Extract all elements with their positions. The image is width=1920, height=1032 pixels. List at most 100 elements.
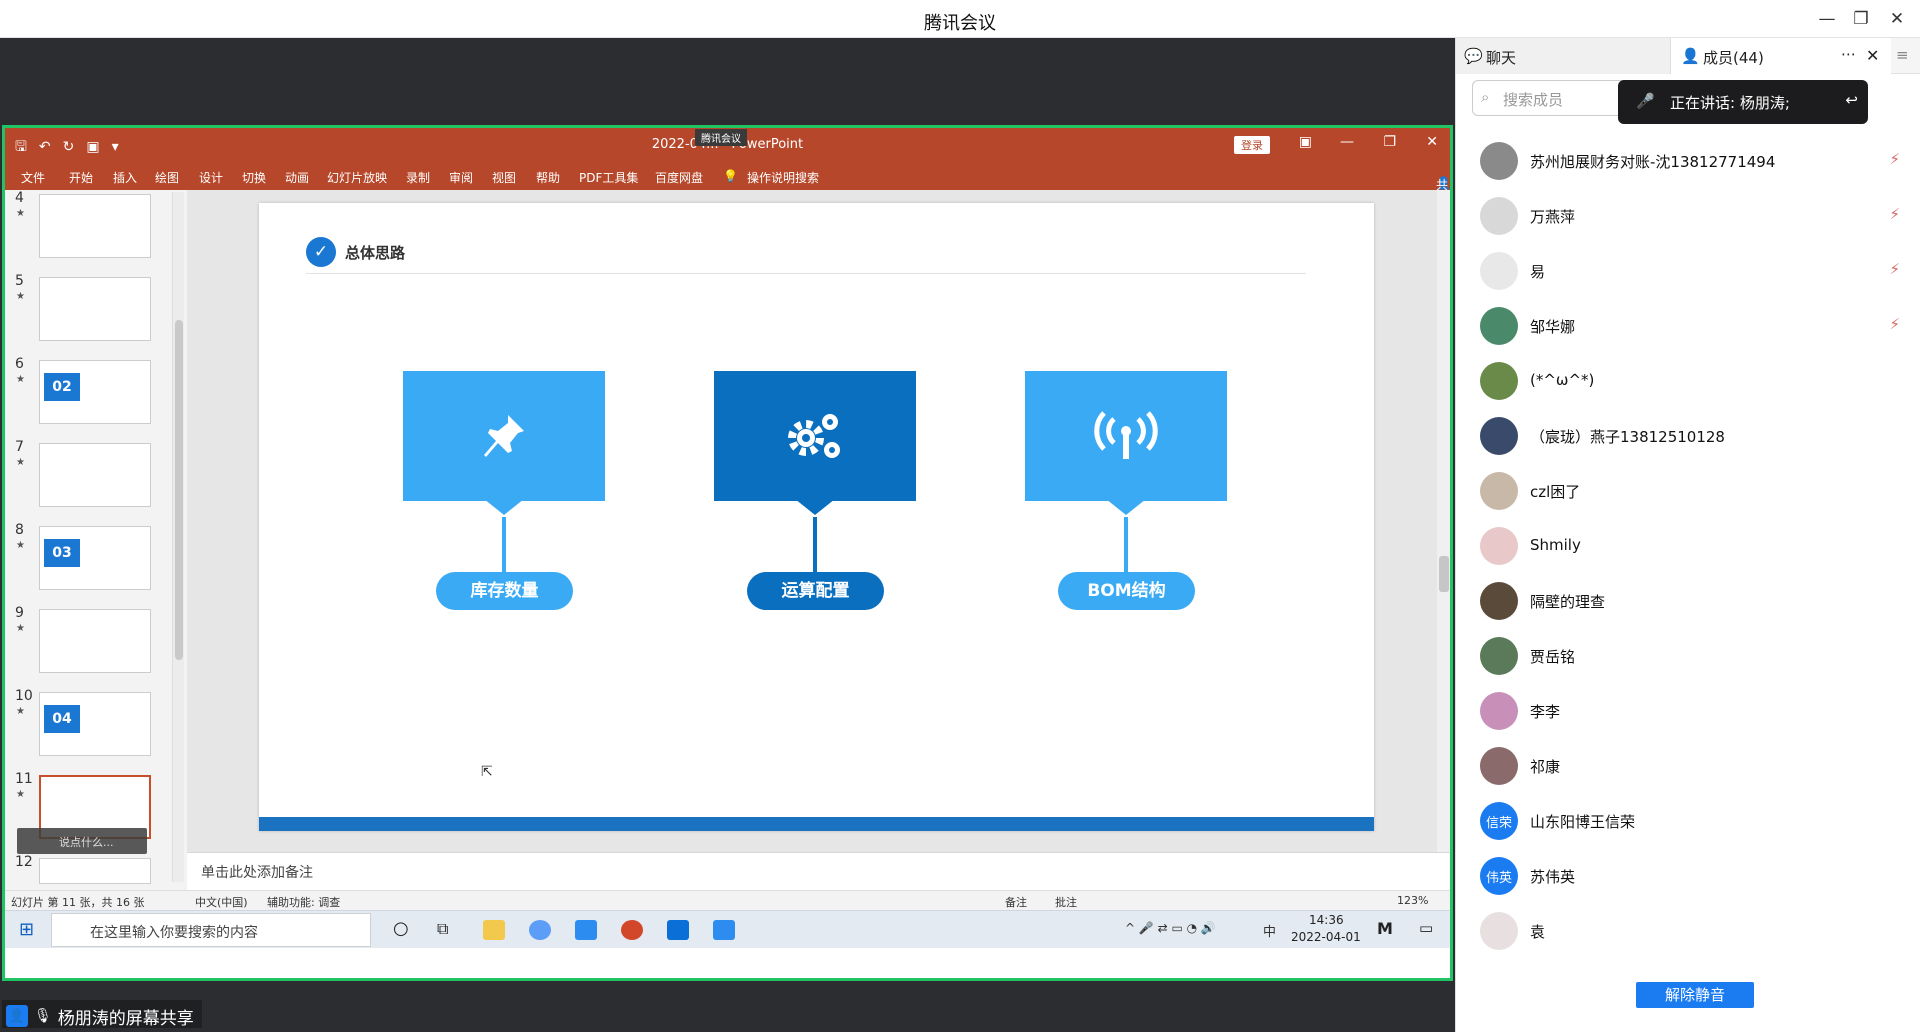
slide-thumbnail-7[interactable] [39,443,151,507]
member-row[interactable]: Shmily [1456,519,1920,574]
task-view-icon[interactable]: ⧉ [437,919,449,938]
member-row[interactable]: 苏州旭展财务对账-沈13812771494⚡ [1456,134,1920,189]
tell-me-search[interactable]: 操作说明搜索 [747,171,820,185]
ppt-minimize-button[interactable]: — [1340,134,1354,150]
card-inventory[interactable] [403,371,605,515]
zoom-level[interactable]: 123% [1397,894,1429,907]
ribbon-tab-slideshow[interactable]: 幻灯片放映 [327,171,388,185]
cortana-icon[interactable]: ○ [393,918,409,939]
card-config[interactable] [714,371,916,515]
ribbon-tab-design[interactable]: 设计 [199,171,224,185]
member-name: 隔壁的理查 [1530,593,1606,611]
scroll-thumb[interactable] [1439,556,1449,592]
tencent-meeting-icon[interactable] [667,920,689,940]
gears-icon [714,401,916,471]
title-divider [306,273,1306,274]
member-row[interactable]: 易⚡ [1456,244,1920,299]
ribbon-tab-baidu[interactable]: 百度网盘 [655,171,704,185]
app-icon[interactable] [575,920,597,940]
tab-chat[interactable]: 💬聊天 [1456,38,1671,74]
shared-screen[interactable]: 🖫↶↻▣▾ 2022-04... - PowerPoint 腾讯会议 登录 ▣ … [2,125,1453,981]
member-row[interactable]: 贾岳铭 [1456,629,1920,684]
restore-button[interactable]: ❐ [1853,9,1869,29]
notes-pane[interactable]: 单击此处添加备注 [187,852,1450,890]
member-row[interactable]: 伟英苏伟英 [1456,849,1920,904]
close-icon[interactable]: ✕ [1866,46,1880,65]
language[interactable]: 中文(中国) [195,896,248,909]
close-button[interactable]: ✕ [1889,9,1905,29]
slide-thumbnail-9[interactable] [39,609,151,673]
app-icon[interactable] [529,920,551,940]
slide-thumbnail-10[interactable]: 04 [39,692,151,756]
ribbon-tab-help[interactable]: 帮助 [536,171,561,185]
ribbon-tab-record[interactable]: 录制 [406,171,431,185]
ribbon-tab-pdf[interactable]: PDF工具集 [579,171,639,185]
login-button[interactable]: 登录 [1234,136,1270,154]
avatar: 信荣 [1480,802,1518,840]
more-icon[interactable]: ⋯ [1841,45,1856,63]
ppt-restore-button[interactable]: ❐ [1383,134,1396,150]
tab-members[interactable]: 👤成员(44) [1671,38,1891,74]
signal-icon [1025,401,1227,471]
tray-icons[interactable]: ^ 🎤 ⇄ ▭ ◔ 🔊 [1125,921,1216,935]
quick-access-toolbar[interactable]: 🖫↶↻▣▾ [15,139,131,155]
card-bom[interactable] [1025,371,1227,515]
powerpoint-icon[interactable] [621,920,643,940]
member-row[interactable]: 邹华娜⚡ [1456,299,1920,354]
mic-muted-icon: 🎤 [1636,92,1655,110]
app-tray-icon[interactable]: M [1377,919,1393,938]
lightbulb-icon: 💡 [723,169,738,183]
ribbon-tab-transitions[interactable]: 切换 [242,171,267,185]
thumb-section-label: 03 [44,539,80,567]
slide-thumbnail-12[interactable] [39,858,151,884]
member-row[interactable]: (*^ω^*) [1456,354,1920,409]
ribbon-tab-draw[interactable]: 绘图 [155,171,180,185]
slide-thumbnail-4[interactable] [39,194,151,258]
member-name: (*^ω^*) [1530,371,1595,389]
avatar [1480,637,1518,675]
reply-icon[interactable]: ↩ [1845,91,1858,109]
slide-thumbnail-8[interactable]: 03 [39,526,151,590]
ribbon-tab-animations[interactable]: 动画 [285,171,310,185]
ribbon-display-icon[interactable]: ▣ [1298,134,1312,150]
member-row[interactable]: 李李 [1456,684,1920,739]
thumbnail-scrollbar[interactable] [172,192,184,882]
thumb-section-label: 04 [44,705,80,733]
ribbon-tab-view[interactable]: 视图 [492,171,517,185]
ribbon-tab-review[interactable]: 审阅 [449,171,474,185]
member-row[interactable]: 万燕萍⚡ [1456,189,1920,244]
file-explorer-icon[interactable] [483,920,505,940]
slide-thumbnail-5[interactable] [39,277,151,341]
share-owner-label: 杨朋涛的屏幕共享 [57,1008,194,1029]
comments-button[interactable]: 批注 [1055,896,1077,909]
pin-icon [403,401,605,471]
ribbon-tab-file[interactable]: 文件 [21,171,46,185]
accessibility[interactable]: 辅助功能: 调查 [267,896,341,909]
member-row[interactable]: 信荣山东阳博王信荣 [1456,794,1920,849]
notification-icon[interactable]: ▭ [1419,919,1434,937]
member-row[interactable]: 袁 [1456,904,1920,959]
menu-icon[interactable]: ≡ [1896,46,1909,64]
scroll-thumb[interactable] [175,320,183,660]
member-row[interactable]: czl困了 [1456,464,1920,519]
app-icon[interactable] [713,920,735,940]
chat-input-hint[interactable]: 说点什么... [17,828,147,854]
member-row[interactable]: 祁康 [1456,739,1920,794]
ribbon-tab-insert[interactable]: 插入 [113,171,138,185]
ime-indicator[interactable]: 中 [1263,925,1277,940]
editor-scrollbar[interactable] [1437,190,1450,852]
avatar [1480,747,1518,785]
member-row[interactable]: （宸珑）燕子13812510128 [1456,409,1920,464]
unmute-button[interactable]: 解除静音 [1636,982,1754,1008]
windows-start-icon[interactable]: ⊞ [19,919,35,940]
notes-button[interactable]: 备注 [1005,896,1027,909]
app-title: 腾讯会议 [924,13,996,34]
label-bom: BOM结构 [1058,572,1195,610]
taskbar-search[interactable]: 在这里输入你要搜索的内容 [51,913,371,947]
minimize-button[interactable]: — [1818,9,1836,29]
slide-thumbnail-6[interactable]: 02 [39,360,151,424]
slide-canvas[interactable]: ✓ 总体思路 库存数量 [259,203,1374,831]
ribbon-tab-home[interactable]: 开始 [69,171,94,185]
member-row[interactable]: 隔壁的理查 [1456,574,1920,629]
ppt-close-button[interactable]: ✕ [1426,134,1438,150]
